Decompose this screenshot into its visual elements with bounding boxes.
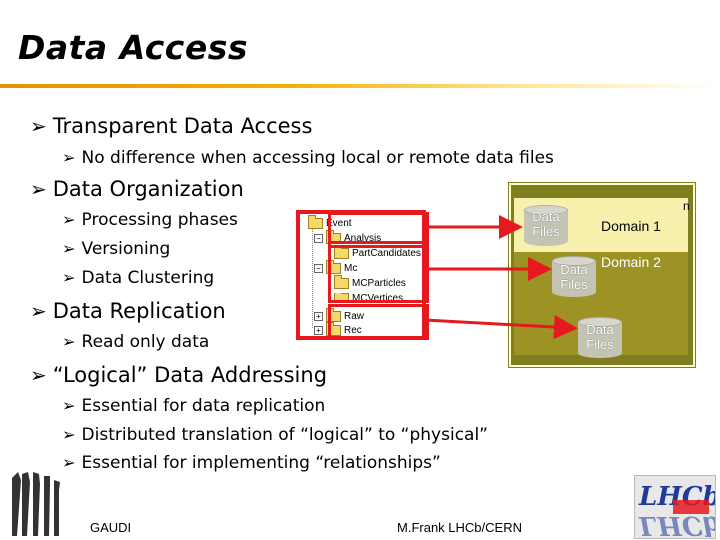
footer-center-text: M.Frank LHCb/CERN xyxy=(397,520,522,535)
arrow-icon: ➢ xyxy=(30,114,47,138)
arrow-icon: ➢ xyxy=(30,177,47,201)
arrow-icon: ➢ xyxy=(30,363,47,387)
page-title: Data Access xyxy=(18,28,249,67)
bullet-read-only: ➢Read only data xyxy=(62,332,210,352)
arrow-to-domain-2b xyxy=(424,315,578,340)
footer-left-text: GAUDI xyxy=(90,520,132,535)
data-files-cylinder-1: Data Files xyxy=(524,205,568,247)
bullet-replication: ➢Data Replication xyxy=(30,299,226,323)
arrow-icon: ➢ xyxy=(62,239,76,258)
lhcb-logo-reflection: LHCb xyxy=(639,510,716,539)
lhcb-logo-accent xyxy=(673,500,709,514)
highlight-box xyxy=(328,304,429,340)
domain-1-label: Domain 1 xyxy=(601,218,661,234)
highlight-box xyxy=(328,212,429,248)
domain-2-label: Domain 2 xyxy=(601,254,661,270)
bullet-logical: ➢“Logical” Data Addressing xyxy=(30,363,328,387)
arrow-icon: ➢ xyxy=(62,332,76,351)
expand-icon[interactable]: + xyxy=(314,312,323,321)
bullet-essential-replication: ➢Essential for data replication xyxy=(62,396,326,416)
arrow-icon: ➢ xyxy=(62,453,76,472)
arrow-icon: ➢ xyxy=(62,396,76,415)
bullet-organization: ➢Data Organization xyxy=(30,177,244,201)
bullet-distributed: ➢Distributed translation of “logical” to… xyxy=(62,425,488,445)
data-files-cylinder-3: Data Files xyxy=(578,317,622,359)
domain-corner-label: n xyxy=(683,199,690,213)
lhcb-logo: LHCb LHCb xyxy=(634,475,716,539)
arrow-icon: ➢ xyxy=(62,148,76,167)
bullet-no-difference: ➢No difference when accessing local or r… xyxy=(62,148,554,168)
arrow-icon: ➢ xyxy=(62,210,76,229)
data-files-label: Data Files xyxy=(586,322,614,352)
folder-icon xyxy=(334,275,349,289)
tree-item-event[interactable]: Event xyxy=(308,215,352,229)
cern-logo-icon xyxy=(12,472,60,536)
collapse-icon[interactable]: − xyxy=(314,264,323,273)
data-files-cylinder-2: Data Files xyxy=(552,256,596,298)
data-files-label: Data Files xyxy=(532,209,560,239)
bullet-clustering: ➢Data Clustering xyxy=(62,268,215,288)
bullet-versioning: ➢Versioning xyxy=(62,239,171,259)
folder-icon xyxy=(308,215,323,229)
title-underline xyxy=(0,84,720,88)
expand-icon[interactable]: + xyxy=(314,326,323,335)
tree-item-mcparticles[interactable]: MCParticles xyxy=(334,275,406,289)
collapse-icon[interactable]: − xyxy=(314,234,323,243)
highlight-box xyxy=(328,241,429,303)
bullet-processing: ➢Processing phases xyxy=(62,210,238,230)
arrow-icon: ➢ xyxy=(62,268,76,287)
arrow-icon: ➢ xyxy=(30,299,47,323)
bullet-essential-relationships: ➢Essential for implementing “relationshi… xyxy=(62,453,441,473)
arrow-icon: ➢ xyxy=(62,425,76,444)
bullet-transparent: ➢Transparent Data Access xyxy=(30,114,313,138)
data-files-label: Data Files xyxy=(560,262,588,292)
